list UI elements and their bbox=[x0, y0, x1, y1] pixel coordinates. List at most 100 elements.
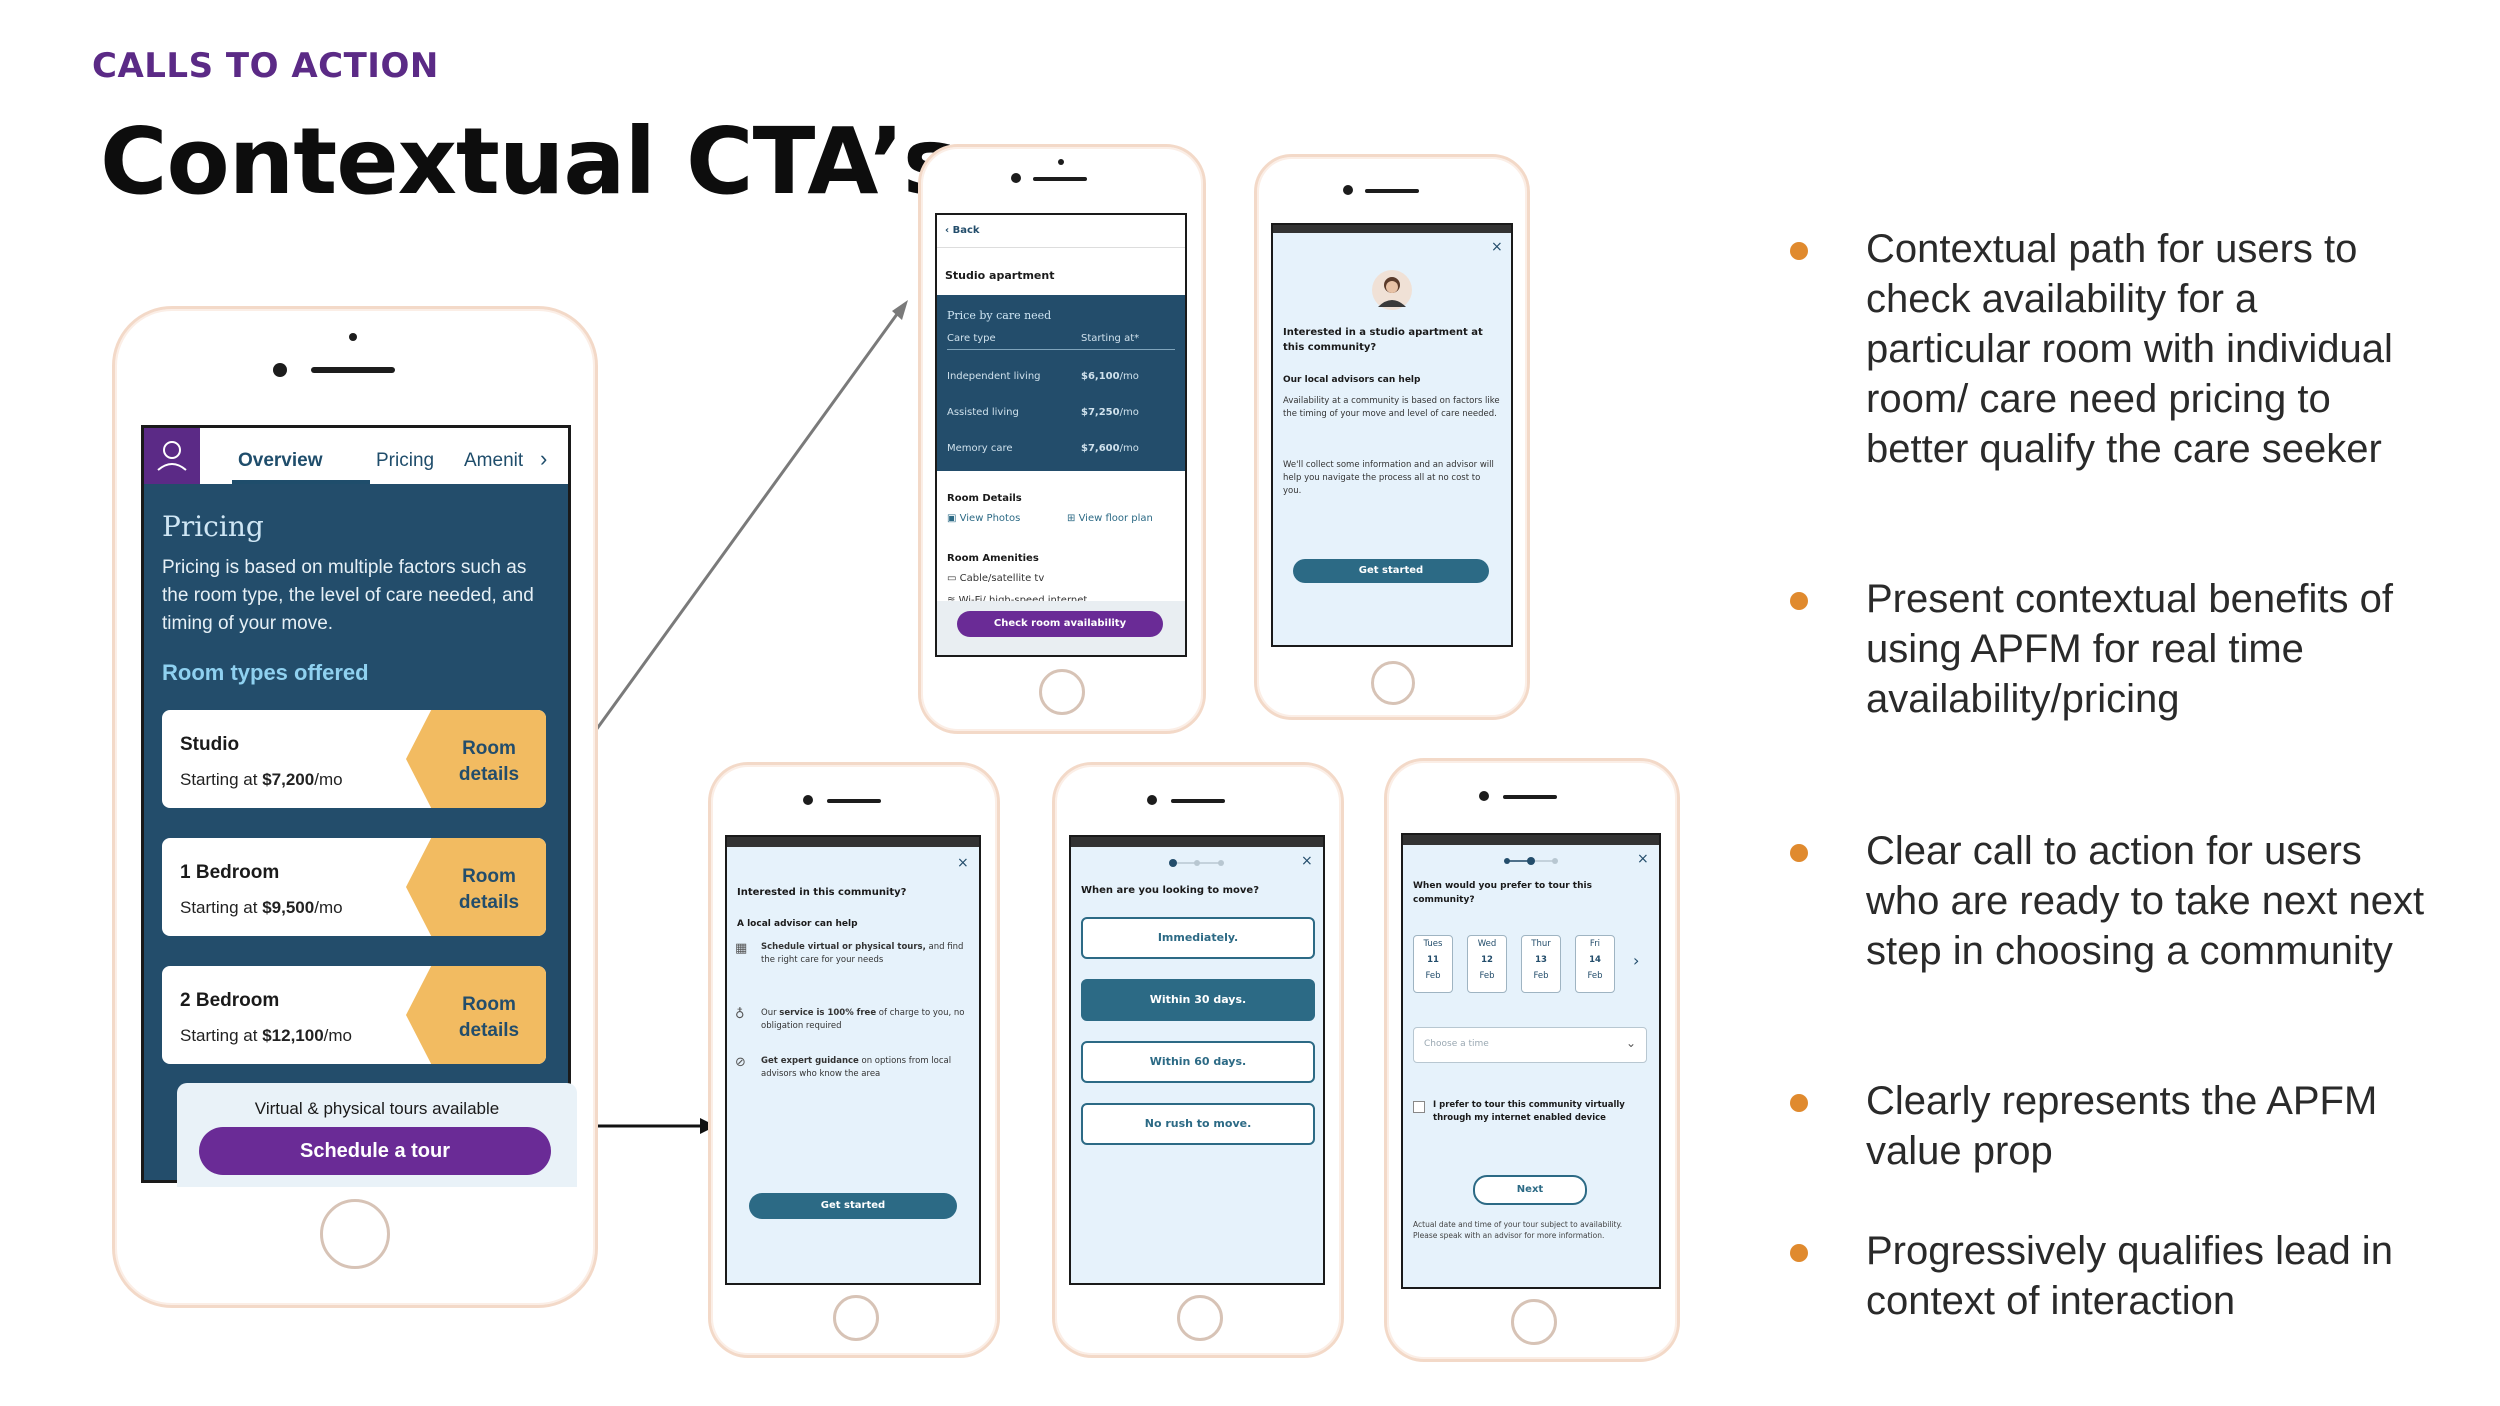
amenity-item: ≋ Wi-Fi/ high-speed internet bbox=[947, 595, 1087, 603]
room-price: Starting at $7,200/mo bbox=[180, 770, 343, 789]
floor-plan-icon: ⊞ bbox=[1067, 513, 1079, 524]
get-started-button[interactable]: Get started bbox=[749, 1193, 957, 1219]
pricing-description: Pricing is based on multiple factors suc… bbox=[162, 557, 534, 634]
phone-speaker bbox=[1171, 799, 1225, 803]
pricing-panel bbox=[144, 484, 568, 1180]
phone-interested-studio: × Interested in a studio apartment at th… bbox=[1254, 154, 1530, 720]
slide-title: Contextual CTA’s bbox=[100, 108, 958, 215]
care-price: $6,100/mo bbox=[1081, 371, 1139, 382]
room-details-tab[interactable] bbox=[406, 966, 546, 1064]
care-price: $7,250/mo bbox=[1081, 407, 1139, 418]
next-button[interactable]: Next bbox=[1473, 1175, 1587, 1205]
home-button[interactable] bbox=[320, 1199, 390, 1269]
benefit-tours: Schedule virtual or physical tours, and … bbox=[761, 942, 964, 965]
virtual-tour-label: I prefer to tour this community virtuall… bbox=[1433, 1100, 1625, 1123]
bullet-marker bbox=[1790, 1244, 1808, 1262]
virtual-tour-checkbox[interactable] bbox=[1413, 1101, 1425, 1113]
benefit-free: Our service is 100% free of charge to yo… bbox=[761, 1008, 965, 1031]
phone-move-timing: × When are you looking to move? Immediat… bbox=[1052, 762, 1344, 1358]
phone-speaker bbox=[311, 367, 395, 373]
option-immediately[interactable]: Immediately. bbox=[1081, 917, 1315, 959]
room-details-tab[interactable] bbox=[406, 710, 546, 808]
phone-camera bbox=[1343, 185, 1353, 195]
phone-camera bbox=[803, 795, 813, 805]
close-icon[interactable]: × bbox=[957, 855, 969, 871]
phone-camera bbox=[273, 363, 287, 377]
option-within-30-days[interactable]: Within 30 days. bbox=[1081, 979, 1315, 1021]
bullet-marker bbox=[1790, 844, 1808, 862]
get-started-button[interactable]: Get started bbox=[1293, 559, 1489, 583]
tour-note: Actual date and time of your tour subjec… bbox=[1413, 1220, 1623, 1240]
close-icon[interactable]: × bbox=[1301, 853, 1313, 869]
price-panel bbox=[937, 295, 1185, 471]
schedule-tour-button[interactable]: Schedule a tour bbox=[199, 1127, 551, 1175]
home-button[interactable] bbox=[1511, 1299, 1557, 1345]
phone-sensor bbox=[1058, 159, 1064, 165]
home-button[interactable] bbox=[1177, 1295, 1223, 1341]
advisor-heading: A local advisor can help bbox=[737, 919, 858, 929]
check-availability-button[interactable]: Check room availability bbox=[957, 611, 1163, 637]
brand-logo bbox=[144, 428, 200, 484]
phone-speaker bbox=[1033, 177, 1087, 181]
phone-speaker bbox=[1503, 795, 1557, 799]
phone-tour-scheduling: × When would you prefer to tour this com… bbox=[1384, 758, 1680, 1362]
bullet-item: Present contextual benefits of using APF… bbox=[1866, 577, 2393, 721]
benefit-guidance: Get expert guidance on options from loca… bbox=[761, 1056, 952, 1079]
time-select[interactable]: Choose a time ⌄ bbox=[1413, 1027, 1647, 1063]
back-link[interactable]: ‹ Back bbox=[945, 225, 980, 236]
home-button[interactable] bbox=[1371, 661, 1415, 705]
calendar-icon: ▦ bbox=[735, 941, 748, 956]
view-photos-link[interactable]: ▣ View Photos bbox=[947, 513, 1021, 524]
view-floor-plan-link[interactable]: ⊞ View floor plan bbox=[1067, 513, 1153, 524]
close-icon[interactable]: × bbox=[1491, 239, 1503, 255]
status-strip bbox=[727, 837, 979, 847]
bullet-marker bbox=[1790, 1094, 1808, 1112]
tab-overview[interactable]: Overview bbox=[238, 450, 323, 471]
main-phone: Overview Pricing Amenit › Pricing Pricin… bbox=[112, 306, 598, 1308]
tv-icon: ▭ bbox=[947, 573, 960, 584]
main-screen: Overview Pricing Amenit › Pricing Pricin… bbox=[141, 425, 571, 1183]
home-button[interactable] bbox=[1039, 669, 1085, 715]
studio-screen: ‹ Back Studio apartment Price by care ne… bbox=[935, 213, 1187, 657]
phone-speaker bbox=[827, 799, 881, 803]
wifi-icon: ≋ bbox=[947, 595, 959, 603]
tab-pricing[interactable]: Pricing bbox=[376, 450, 435, 471]
phone-studio-apartment: ‹ Back Studio apartment Price by care ne… bbox=[918, 144, 1206, 734]
phone-speaker bbox=[1365, 189, 1419, 193]
interested-studio-screen: × Interested in a studio apartment at th… bbox=[1271, 223, 1513, 647]
pricing-heading: Pricing bbox=[162, 510, 264, 543]
chevron-right-icon[interactable]: › bbox=[1633, 951, 1640, 970]
room-details-tab[interactable] bbox=[406, 838, 546, 936]
bullet-item: Progressively qualifies lead in context … bbox=[1866, 1229, 2393, 1323]
care-type: Independent living bbox=[947, 371, 1041, 382]
room-amenities-heading: Room Amenities bbox=[947, 553, 1039, 564]
amenity-item: ▭ Cable/satellite tv bbox=[947, 573, 1045, 584]
advisors-heading: Our local advisors can help bbox=[1283, 375, 1421, 385]
room-details-heading: Room Details bbox=[947, 493, 1022, 504]
room-name: 1 Bedroom bbox=[180, 862, 280, 883]
compass-icon: ⊘ bbox=[735, 1055, 746, 1070]
option-within-60-days[interactable]: Within 60 days. bbox=[1081, 1041, 1315, 1083]
option-no-rush[interactable]: No rush to move. bbox=[1081, 1103, 1315, 1145]
room-name: 2 Bedroom bbox=[180, 990, 280, 1011]
interested-community-screen: × Interested in this community? A local … bbox=[725, 835, 981, 1285]
chevron-down-icon: ⌄ bbox=[1625, 1036, 1636, 1050]
chevron-right-icon[interactable]: › bbox=[540, 446, 548, 471]
arrow-head-studio bbox=[892, 300, 908, 320]
status-strip bbox=[1403, 835, 1659, 845]
close-icon[interactable]: × bbox=[1637, 851, 1649, 867]
screen-title: Studio apartment bbox=[945, 269, 1055, 282]
tab-amenities[interactable]: Amenit bbox=[464, 450, 524, 471]
col-care-type: Care type bbox=[947, 333, 996, 344]
home-button[interactable] bbox=[833, 1295, 879, 1341]
